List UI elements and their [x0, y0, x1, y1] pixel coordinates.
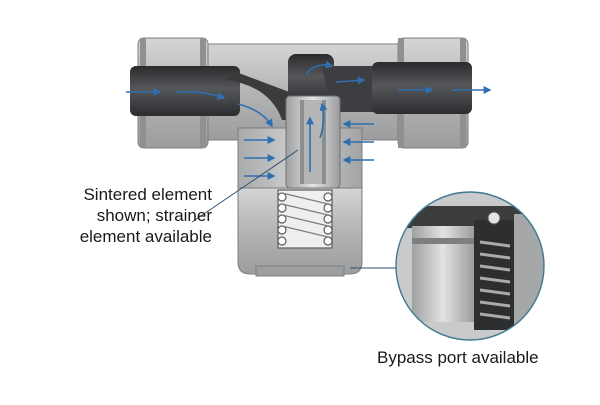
- flow-arrow-icon: [126, 60, 492, 180]
- sintered-filter-element: [285, 95, 341, 189]
- callout-line-2: shown; strainer: [96, 206, 212, 225]
- spring-coil-icon: [277, 189, 333, 249]
- flow-passage: [130, 54, 472, 120]
- callout-line-3: element available: [79, 227, 212, 246]
- bypass-port-detail: [395, 191, 545, 341]
- callout-leader-lines: [191, 149, 398, 269]
- sintered-element-callout: Sintered element shown; strainer element…: [20, 184, 212, 247]
- callout-line-1: Sintered element: [83, 185, 212, 204]
- detail-circle-ring: [395, 191, 545, 341]
- bypass-port-callout: Bypass port available: [377, 348, 539, 367]
